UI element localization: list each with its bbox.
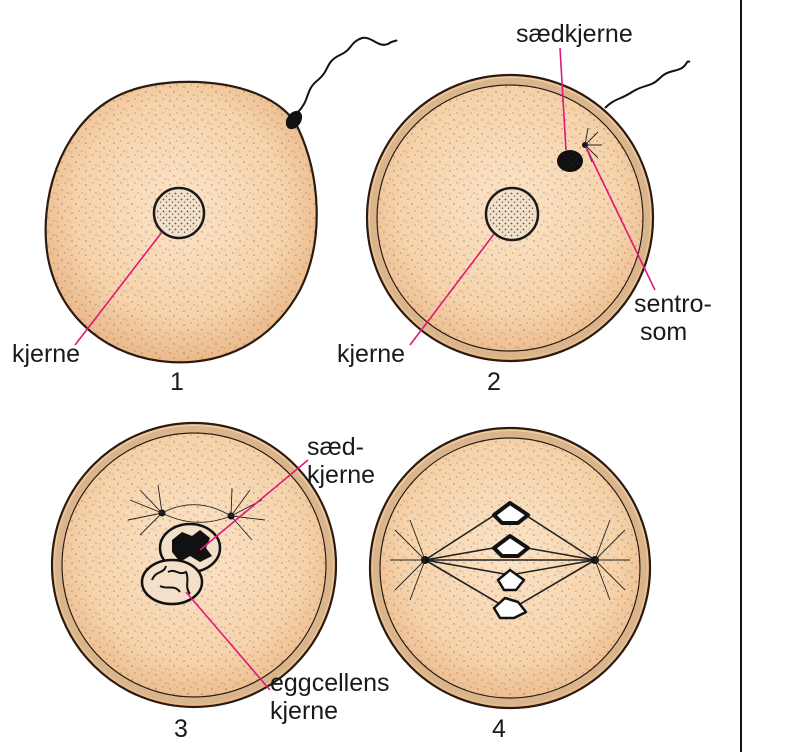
leader-egg-nucleus-3 [185,591,271,691]
label-egg-nucleus-3a: eggcellens [270,669,390,697]
leader-sperm-nucleus-3 [199,459,309,551]
label-sperm-nucleus-3b: kjerne [307,461,375,489]
label-centrosome-2b: som [640,318,687,346]
panel-2: kjerne sædkjerne sentro- som 2 [337,20,712,396]
label-centrosome-2a: sentro- [634,290,712,318]
sperm-head-1 [285,110,303,130]
panel-number-3: 3 [174,715,188,743]
aster-4 [390,519,630,601]
egg-cell-4-stipple [373,431,647,705]
nucleus-1-chromatin [157,191,201,235]
panel-3: sæd- kjerne eggcellens kjerne 3 [50,421,390,743]
panel-number-1: 1 [170,368,184,396]
fertilization-membrane-3 [55,426,333,704]
label-egg-nucleus-3b: kjerne [270,697,338,725]
panel-1: kjerne 1 [12,36,398,396]
sperm-tail-1 [297,36,398,113]
fertilization-membrane-4 [373,431,647,705]
panel-4: 4 [368,426,652,743]
chromosome-4b [492,534,530,558]
leader-nucleus-1 [74,231,163,346]
label-nucleus-1: kjerne [12,340,80,368]
sperm-pronucleus-3-chromosomes [172,530,212,562]
panel-number-4: 4 [492,715,506,743]
egg-cell-2-inner-edge [376,84,644,352]
fertilization-membrane-2 [370,78,650,358]
chromosome-4d [492,596,528,620]
egg-cell-3-inner-edge [61,432,327,698]
sperm-nucleus-2-pattern [560,153,580,169]
nucleus-2-chromatin [489,191,535,237]
chromosome-4a [492,501,530,525]
egg-cell-4-inner-edge [379,437,641,699]
leader-nucleus-2 [409,233,495,346]
chromosome-4c [496,568,526,592]
label-nucleus-2: kjerne [337,340,405,368]
egg-pronucleus-3-chromosomes [151,565,191,595]
egg-pronucleus-3 [140,558,204,606]
label-sperm-nucleus-2: sædkjerne [516,20,633,48]
aster-3 [127,484,266,541]
panel-number-2: 2 [487,368,501,396]
leader-centrosome-2 [585,146,656,291]
sperm-tail-2 [604,60,691,109]
label-sperm-nucleus-3a: sæd- [307,433,364,461]
leader-sperm-nucleus-2 [559,47,567,151]
